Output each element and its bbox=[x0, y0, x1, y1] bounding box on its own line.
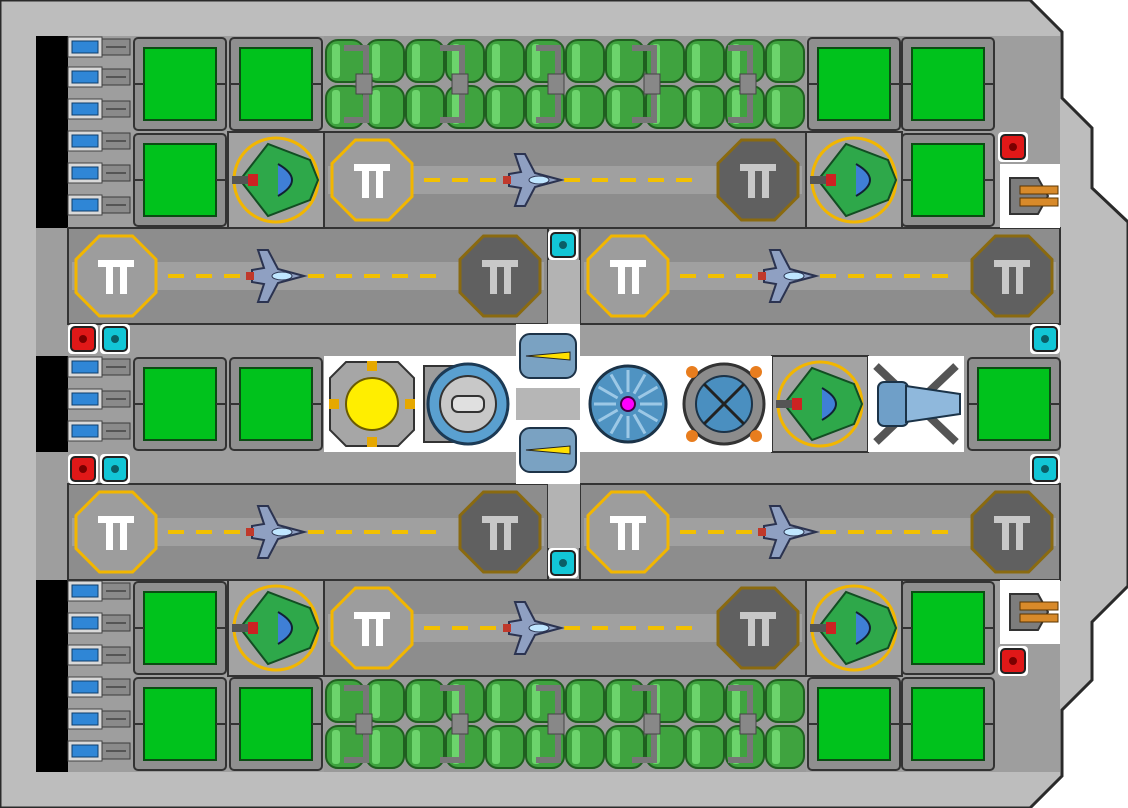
green-cargo-icon bbox=[967, 357, 1061, 451]
power-node-icon bbox=[68, 454, 98, 484]
power-node-icon bbox=[1030, 324, 1060, 354]
green-cargo-icon bbox=[229, 37, 323, 131]
helipad-pi-icon bbox=[458, 490, 542, 574]
storage-tiles bbox=[133, 37, 1061, 771]
left-bulkhead-top bbox=[36, 36, 68, 228]
interceptor-ship-icon bbox=[758, 505, 820, 559]
interceptor-ship-icon bbox=[503, 601, 565, 655]
runway bbox=[67, 483, 549, 581]
battery-cell-icon bbox=[67, 36, 131, 58]
runway bbox=[323, 131, 807, 229]
corridor-floor bbox=[516, 388, 580, 420]
runway bbox=[323, 579, 807, 677]
battery-cell-icon bbox=[67, 644, 131, 666]
battery-cell-icon bbox=[67, 420, 131, 442]
helipad-pi-icon bbox=[74, 490, 158, 574]
runway bbox=[579, 227, 1061, 325]
interceptor-ship-icon bbox=[246, 505, 308, 559]
helipad-pi-icon bbox=[970, 234, 1054, 318]
fuel-tank-rows bbox=[324, 36, 806, 772]
interceptor-ship-icon bbox=[503, 153, 565, 207]
left-bulkhead-mid bbox=[36, 356, 68, 452]
thruster-icon bbox=[868, 356, 964, 452]
green-cargo-icon bbox=[901, 581, 995, 675]
runway bbox=[579, 483, 1061, 581]
interceptor-ship-icon bbox=[246, 249, 308, 303]
core-systems bbox=[324, 164, 1060, 644]
runway bbox=[67, 227, 549, 325]
battery-cell-icon bbox=[67, 66, 131, 88]
fighter-bays bbox=[227, 131, 903, 677]
shield-core-icon bbox=[580, 356, 676, 452]
helipad-pi-icon bbox=[716, 586, 800, 670]
helipad-pi-icon bbox=[458, 234, 542, 318]
vertical-passage-bottom bbox=[548, 484, 580, 548]
green-cargo-icon bbox=[229, 357, 323, 451]
green-fighter-icon bbox=[805, 131, 903, 229]
power-node-icon bbox=[998, 646, 1028, 676]
green-cargo-icon bbox=[133, 677, 227, 771]
battery-cell-icon bbox=[67, 612, 131, 634]
power-node-icon bbox=[548, 230, 578, 260]
fuel-tank-icon bbox=[324, 676, 806, 772]
green-fighter-icon bbox=[771, 355, 869, 453]
battery-cell-icon bbox=[67, 580, 131, 602]
green-cargo-icon bbox=[229, 677, 323, 771]
power-node-icon bbox=[548, 548, 578, 578]
battery-cell-icon bbox=[67, 162, 131, 184]
green-cargo-icon bbox=[807, 677, 901, 771]
helipad-pi-icon bbox=[970, 490, 1054, 574]
reactor-icon bbox=[324, 356, 420, 452]
green-fighter-icon bbox=[227, 579, 325, 677]
battery-cell-icon bbox=[67, 356, 131, 378]
green-cargo-icon bbox=[133, 581, 227, 675]
cannon-turret-icon bbox=[420, 356, 516, 452]
green-fighter-icon bbox=[805, 579, 903, 677]
battery-bank bbox=[67, 36, 131, 762]
helipad-pi-icon bbox=[74, 234, 158, 318]
green-cargo-icon bbox=[133, 133, 227, 227]
cannon-turret-icon bbox=[1000, 164, 1060, 228]
left-bulkhead-bottom bbox=[36, 580, 68, 772]
battery-cell-icon bbox=[67, 194, 131, 216]
power-node-icon bbox=[100, 324, 130, 354]
power-node-icon bbox=[68, 324, 98, 354]
battery-cell-icon bbox=[67, 388, 131, 410]
battery-cell-icon bbox=[67, 130, 131, 152]
green-fighter-icon bbox=[227, 131, 325, 229]
green-cargo-icon bbox=[901, 677, 995, 771]
power-node-icon bbox=[100, 454, 130, 484]
gyroscope-icon bbox=[676, 356, 772, 452]
fuel-tank-icon bbox=[324, 36, 806, 132]
helipad-pi-icon bbox=[586, 234, 670, 318]
helipad-pi-icon bbox=[330, 586, 414, 670]
vertical-passage-top bbox=[548, 260, 580, 324]
green-cargo-icon bbox=[133, 357, 227, 451]
docking-pod bbox=[519, 333, 577, 379]
battery-cell-icon bbox=[67, 740, 131, 762]
green-cargo-icon bbox=[901, 37, 995, 131]
helipad-pi-icon bbox=[586, 490, 670, 574]
cannon-turret-icon bbox=[1000, 580, 1060, 644]
green-cargo-icon bbox=[807, 37, 901, 131]
battery-cell-icon bbox=[67, 676, 131, 698]
power-nodes bbox=[68, 132, 1060, 676]
power-node-icon bbox=[998, 132, 1028, 162]
green-cargo-icon bbox=[901, 133, 995, 227]
battery-cell-icon bbox=[67, 708, 131, 730]
battery-cell-icon bbox=[67, 98, 131, 120]
helipad-pi-icon bbox=[330, 138, 414, 222]
interceptor-ship-icon bbox=[758, 249, 820, 303]
runways bbox=[67, 131, 1061, 677]
helipad-pi-icon bbox=[716, 138, 800, 222]
docking-pod bbox=[519, 427, 577, 473]
power-node-icon bbox=[1030, 454, 1060, 484]
green-cargo-icon bbox=[133, 37, 227, 131]
